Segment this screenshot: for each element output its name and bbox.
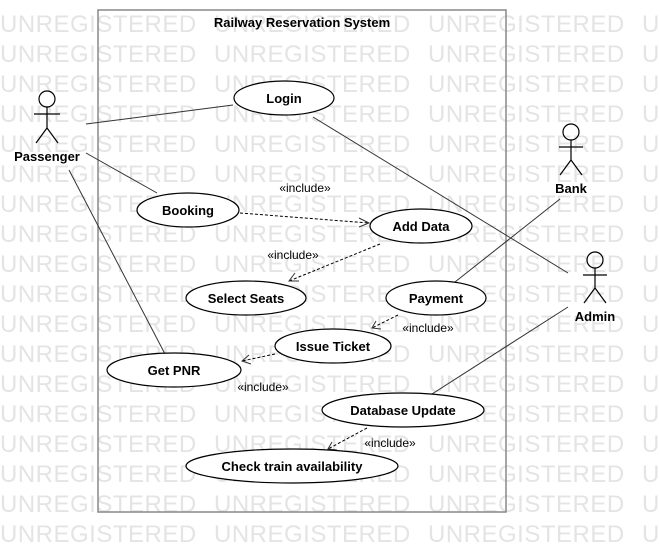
stick-figure-icon [583,251,607,304]
watermark-text: UNREGISTERED [642,131,660,158]
assoc-passenger-login [85,104,234,125]
watermark-text: UNREGISTERED [642,101,660,128]
include-label: «include» [237,380,289,394]
use-cases: Login Booking Add Data Select Seats Paym… [106,80,487,484]
watermark-text: UNREGISTERED [642,311,660,338]
watermark-text: UNREGISTERED [428,71,625,98]
watermark-text: UNREGISTERED [214,191,411,218]
watermark-text: UNREGISTERED [214,131,411,158]
watermark-text: UNREGISTERED [214,161,411,188]
include-add-data-select-seats: «include» [267,243,381,282]
watermark-text: UNREGISTERED [0,521,197,548]
watermark-text: UNREGISTERED [642,11,660,38]
actor-label: Passenger [14,149,80,164]
use-case-label: Get PNR [148,363,201,378]
watermark-text: UNREGISTERED [214,521,411,548]
watermark-text: UNREGISTERED [642,281,660,308]
watermark-text: UNREGISTERED [428,41,625,68]
watermark-text: UNREGISTERED [428,341,625,368]
watermark-text: UNREGISTERED [642,71,660,98]
system-title: Railway Reservation System [214,15,390,30]
watermark-text: UNREGISTERED [428,431,625,458]
watermark-text: UNREGISTERED [642,191,660,218]
watermark-text: UNREGISTERED [642,251,660,278]
use-case-login[interactable]: Login [233,80,335,116]
use-case-label: Check train availability [222,459,364,474]
use-case-payment[interactable]: Payment [385,280,487,316]
watermark-text: UNREGISTERED [642,221,660,248]
include-database-update-check-train: «include» [327,427,416,451]
assoc-payment-bank [454,198,561,283]
include-label: «include» [364,436,416,450]
watermark-text: UNREGISTERED [642,341,660,368]
actor-label: Admin [575,309,616,324]
watermark-text: UNREGISTERED [428,491,625,518]
watermark-text: UNREGISTERED [214,41,411,68]
actor-bank[interactable]: Bank [555,123,588,196]
include-issue-ticket-get-pnr: «include» [237,353,289,394]
include-booking-add-data: «include» [239,181,371,228]
watermark-text: UNREGISTERED [642,371,660,398]
assoc-database-update-admin [431,306,569,395]
assoc-login-admin [312,116,569,274]
watermark-text: UNREGISTERED [428,251,625,278]
watermark-text: UNREGISTERED [428,161,625,188]
include-label: «include» [402,321,454,335]
use-case-label: Select Seats [208,291,285,306]
watermark-text: UNREGISTERED [214,491,411,518]
stick-figure-icon [559,123,583,176]
use-case-booking[interactable]: Booking [136,192,240,228]
use-case-label: Add Data [392,219,450,234]
use-case-label: Payment [409,291,464,306]
include-label: «include» [267,248,319,262]
watermark-text: UNREGISTERED [428,11,625,38]
use-case-label: Booking [162,203,214,218]
watermark-text: UNREGISTERED [428,191,625,218]
associations [68,104,569,395]
include-payment-issue-ticket: «include» [371,314,454,335]
use-case-label: Issue Ticket [296,339,371,354]
assoc-passenger-get-pnr [68,169,166,355]
use-case-get-pnr[interactable]: Get PNR [106,352,242,388]
watermark-text: UNREGISTERED [642,491,660,518]
actor-admin[interactable]: Admin [575,251,616,324]
use-case-issue-ticket[interactable]: Issue Ticket [274,328,392,364]
watermark-text: UNREGISTERED [214,251,411,278]
include-dependencies: «include» «include» «include» «include» … [237,181,454,451]
watermark-text: UNREGISTERED [428,131,625,158]
system-boundary [97,9,507,513]
use-case-add-data[interactable]: Add Data [369,208,473,244]
watermark-text: UNREGISTERED [428,461,625,488]
watermark-text: UNREGISTERED [642,431,660,458]
use-case-check-train-availability[interactable]: Check train availability [185,448,399,484]
watermark-text: UNREGISTERED [428,521,625,548]
stick-figure-icon [34,90,60,144]
use-case-database-update[interactable]: Database Update [321,392,485,428]
watermark-text: UNREGISTERED [642,521,660,548]
use-case-label: Login [266,91,301,106]
watermark-text: UNREGISTERED [642,461,660,488]
use-case-select-seats[interactable]: Select Seats [185,280,307,316]
assoc-passenger-booking [85,152,158,194]
watermark-text: UNREGISTERED [642,161,660,188]
include-label: «include» [279,181,331,195]
watermark-text: UNREGISTERED [214,11,411,38]
use-case-label: Database Update [350,403,455,418]
watermark-text: UNREGISTERED [642,41,660,68]
watermark-text: UNREGISTERED [428,101,625,128]
actor-passenger[interactable]: Passenger [14,90,80,164]
actor-label: Bank [555,181,588,196]
watermark-text: UNREGISTERED [642,401,660,428]
watermark-text: UNREGISTERED [428,371,625,398]
